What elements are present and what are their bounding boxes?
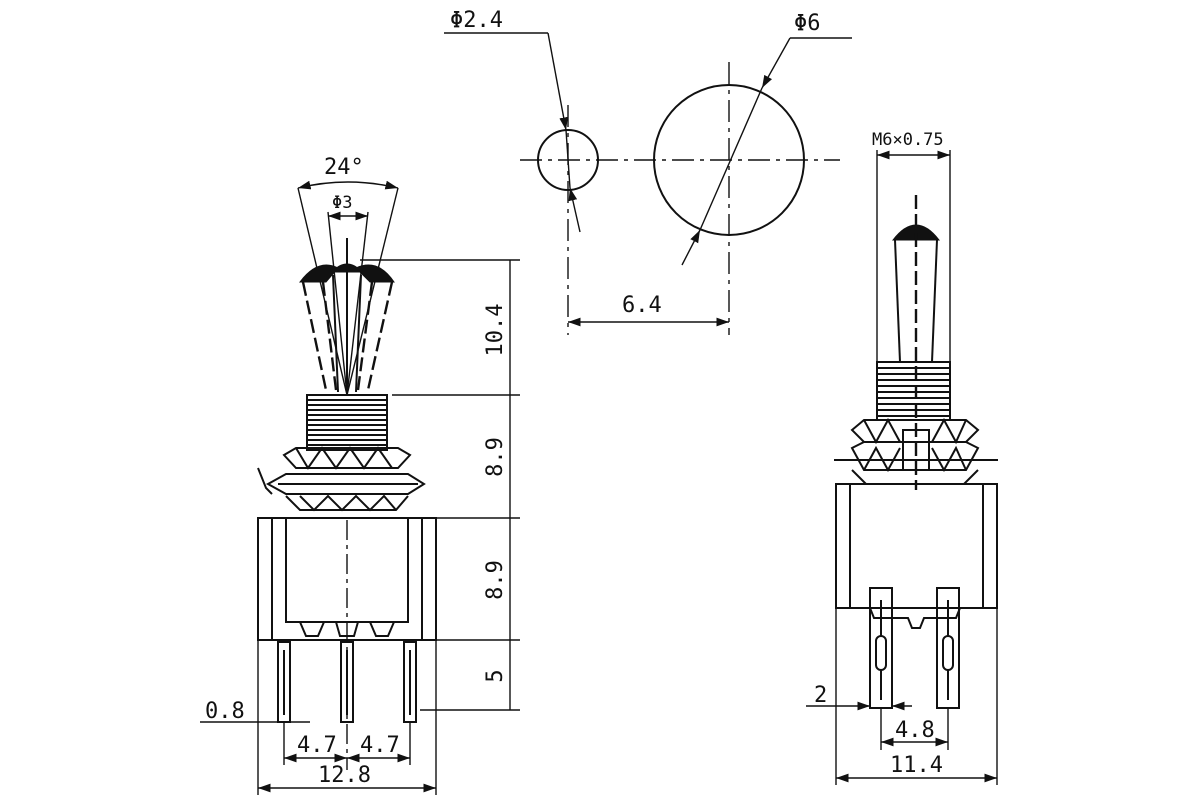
- terminal-pitch-label: 4.8: [895, 718, 935, 743]
- thread-label: M6×0.75: [872, 130, 944, 150]
- pitch-left-label: 4.7: [297, 733, 337, 758]
- pitch-right-label: 4.7: [360, 733, 400, 758]
- terminal-width-label: 2: [814, 683, 827, 708]
- side-width-label: 11.4: [890, 753, 943, 778]
- side-body: [835, 483, 998, 629]
- panel-cutout-view: Φ2.4 Φ6 6.4: [444, 8, 852, 335]
- side-terminals: [869, 587, 960, 709]
- side-view: M6×0.75: [806, 130, 998, 785]
- large-hole-label: Φ6: [794, 11, 821, 36]
- angle-label: 24°: [324, 155, 364, 180]
- hex-nuts: [257, 446, 426, 512]
- body-height-label: 8.9: [483, 560, 508, 600]
- bottom-dimensions: 0.8 4.7 4.7 12.8: [200, 640, 437, 795]
- terminal-thickness-label: 0.8: [205, 699, 245, 724]
- body-width-label: 12.8: [318, 763, 371, 788]
- vertical-dimensions: 10.4 8.9 8.9 5: [360, 259, 520, 711]
- front-view: 24° Φ3: [200, 155, 520, 795]
- lever-swing-lines: [297, 187, 399, 396]
- bushing-height-label: 8.9: [483, 437, 508, 477]
- small-hole-label: Φ2.4: [450, 8, 503, 33]
- terminal-length-label: 5: [483, 669, 508, 682]
- side-bushing: [876, 361, 951, 421]
- lever-height-label: 10.4: [483, 304, 508, 357]
- side-lever: [891, 195, 941, 490]
- threaded-bushing: [306, 394, 388, 451]
- lever-diameter-label: Φ3: [332, 193, 352, 213]
- hole-spacing-label: 6.4: [622, 293, 662, 318]
